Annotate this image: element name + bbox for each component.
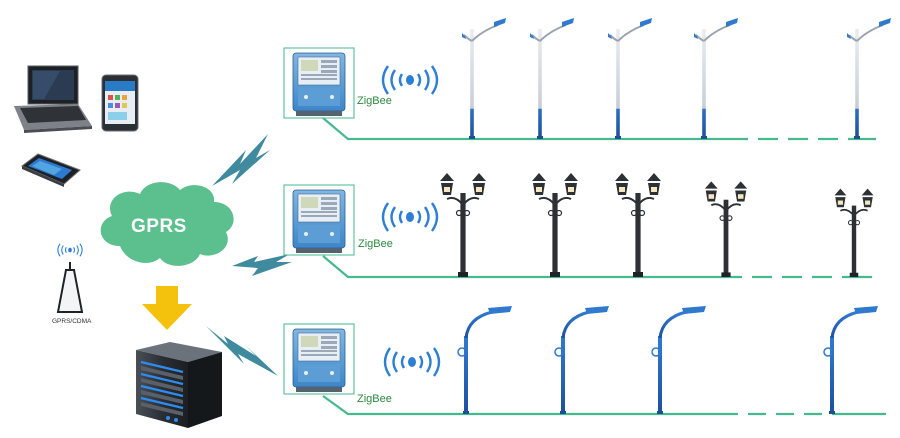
wifi-signal-icon — [381, 201, 439, 233]
garden-lamp-icon — [703, 180, 749, 278]
street-light-icon — [846, 17, 892, 140]
gprs-label: GPRS — [131, 216, 187, 237]
zigbee-label-row-1: ZigBee — [357, 95, 392, 107]
street-light-icon — [650, 304, 708, 416]
wifi-signal-icon — [57, 243, 83, 257]
street-light-icon — [456, 304, 514, 416]
lightning-icon — [206, 326, 278, 376]
tower-icon — [56, 243, 84, 313]
bus-line-row-2 — [322, 255, 872, 279]
garden-lamp-icon — [614, 172, 662, 278]
down-arrow-icon — [142, 286, 192, 330]
meter-icon — [283, 323, 355, 395]
street-light-icon — [607, 17, 653, 140]
meter-icon — [283, 184, 355, 256]
meter-icon — [283, 47, 355, 119]
zigbee-label-row-2: ZigBee — [358, 238, 393, 250]
wifi-signal-icon — [381, 64, 439, 96]
street-light-icon — [553, 304, 611, 416]
street-light-icon — [461, 17, 507, 140]
laptop-icon — [14, 65, 92, 133]
street-light-icon — [822, 304, 880, 416]
tower-label: GPRS/CDMA — [52, 318, 92, 325]
tablet-icon — [101, 74, 139, 132]
gprs-cloud — [100, 182, 234, 266]
garden-lamp-icon — [833, 187, 875, 278]
bus-line-row-1 — [322, 117, 876, 141]
zigbee-label-row-3: ZigBee — [357, 393, 392, 405]
garden-lamp-icon — [439, 172, 487, 278]
garden-lamp-icon — [531, 172, 579, 278]
street-light-icon — [529, 17, 575, 140]
lightning-icon — [232, 254, 292, 276]
lightning-icon — [212, 134, 270, 186]
smartphone-icon — [21, 153, 81, 187]
server-icon — [136, 342, 222, 428]
street-light-icon — [693, 17, 739, 140]
bus-line-row-3 — [322, 395, 886, 416]
wifi-signal-icon — [383, 346, 441, 378]
